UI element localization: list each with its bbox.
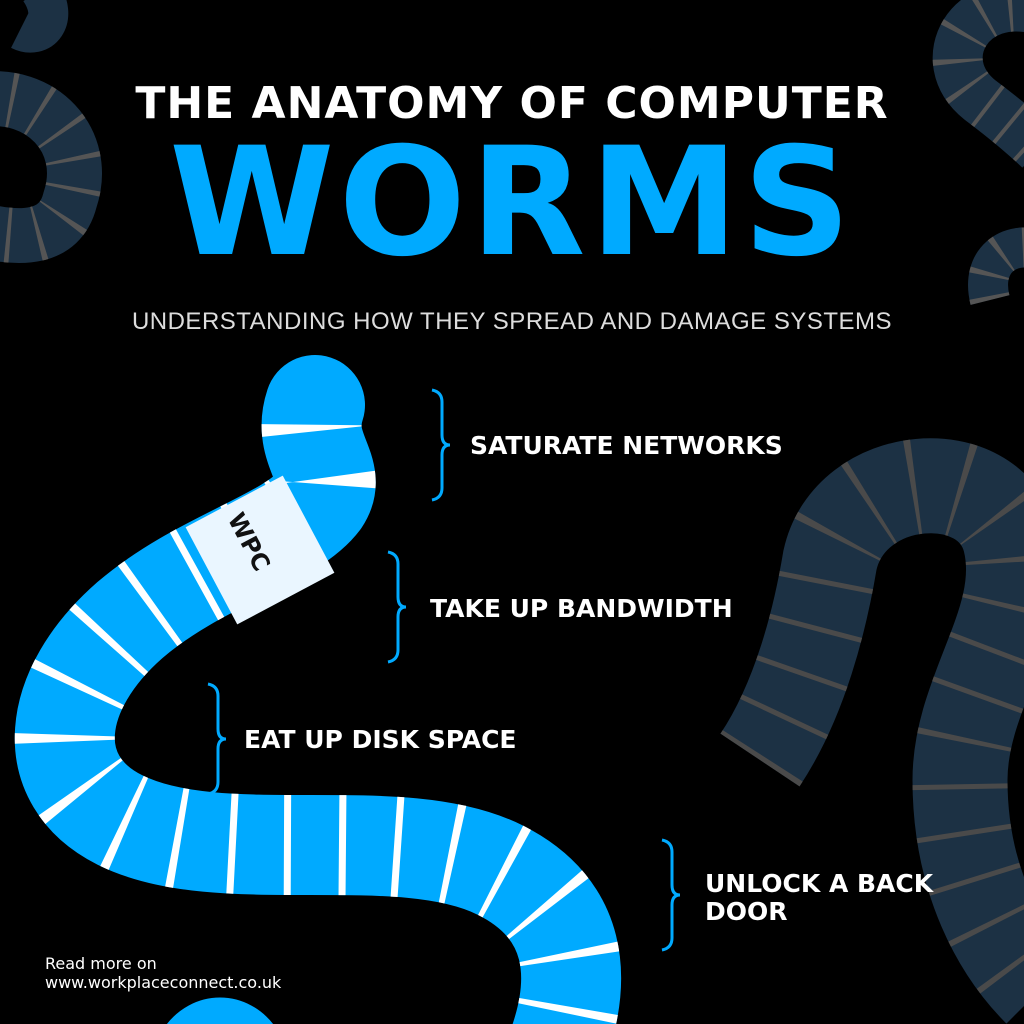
dark-worm-top-left	[0, 0, 102, 264]
point-take-up-bandwidth: TAKE UP BANDWIDTH	[430, 594, 733, 623]
point-eat-up-disk-space: EAT UP DISK SPACE	[244, 725, 517, 754]
subtitle: UNDERSTANDING HOW THEY SPREAD AND DAMAGE…	[131, 308, 893, 335]
footer: Read more on www.workplaceconnect.co.uk	[45, 954, 281, 992]
bracket-3	[207, 682, 227, 796]
footer-line1: Read more on	[45, 954, 157, 973]
brackets	[207, 388, 681, 952]
bracket-2	[387, 550, 407, 664]
dark-worm-top-right	[932, 0, 1024, 305]
dark-worm-right	[719, 438, 1024, 1024]
bracket-4	[661, 838, 681, 952]
footer-link[interactable]: www.workplaceconnect.co.uk	[45, 973, 282, 992]
pre-title: THE ANATOMY OF COMPUTER	[135, 78, 889, 129]
logo-band	[185, 475, 335, 625]
bracket-1	[431, 388, 451, 502]
point-unlock-back-door: UNLOCK A BACK DOOR	[705, 869, 934, 926]
blue-worm	[14, 355, 622, 1024]
page-title: WORMS	[169, 116, 855, 290]
point-saturate-networks: SATURATE NETWORKS	[470, 431, 783, 460]
